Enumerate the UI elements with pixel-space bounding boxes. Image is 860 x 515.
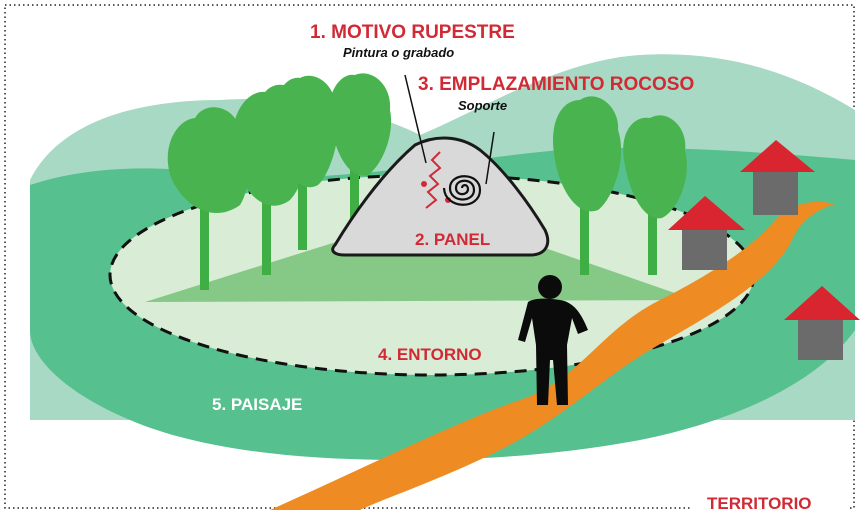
path-icon <box>270 201 835 511</box>
emplazamiento-label: 3. EMPLAZAMIENTO ROCOSO <box>418 74 694 95</box>
house-icon <box>784 286 860 360</box>
rock-icon <box>331 136 550 257</box>
house-icon <box>668 196 745 270</box>
spiral-engraving-icon <box>442 175 482 206</box>
paisaje-label: 5. PAISAJE <box>212 395 302 414</box>
motivo-sub-label: Pintura o grabado <box>343 45 454 60</box>
motivo-label: 1. MOTIVO RUPESTRE <box>310 22 515 43</box>
territory-frame <box>4 4 855 509</box>
panel-label: 2. PANEL <box>415 230 490 249</box>
tree-group-left <box>167 73 392 290</box>
tree-icon <box>329 73 392 235</box>
tree-icon <box>273 75 339 250</box>
territorio-label-bg <box>690 492 850 514</box>
territorio-label: TERRITORIO <box>707 494 812 513</box>
house-icon <box>740 140 815 215</box>
person-icon <box>518 275 588 405</box>
tree-group-right <box>552 96 687 275</box>
motivo-pointer-line <box>404 74 427 164</box>
tree-icon <box>167 107 250 290</box>
emplazamiento-sub-label: Soporte <box>458 98 507 113</box>
tree-icon <box>623 115 687 275</box>
emplazamiento-pointer-line <box>485 131 495 185</box>
tree-icon <box>552 96 622 275</box>
entorno-label: 4. ENTORNO <box>378 345 482 364</box>
